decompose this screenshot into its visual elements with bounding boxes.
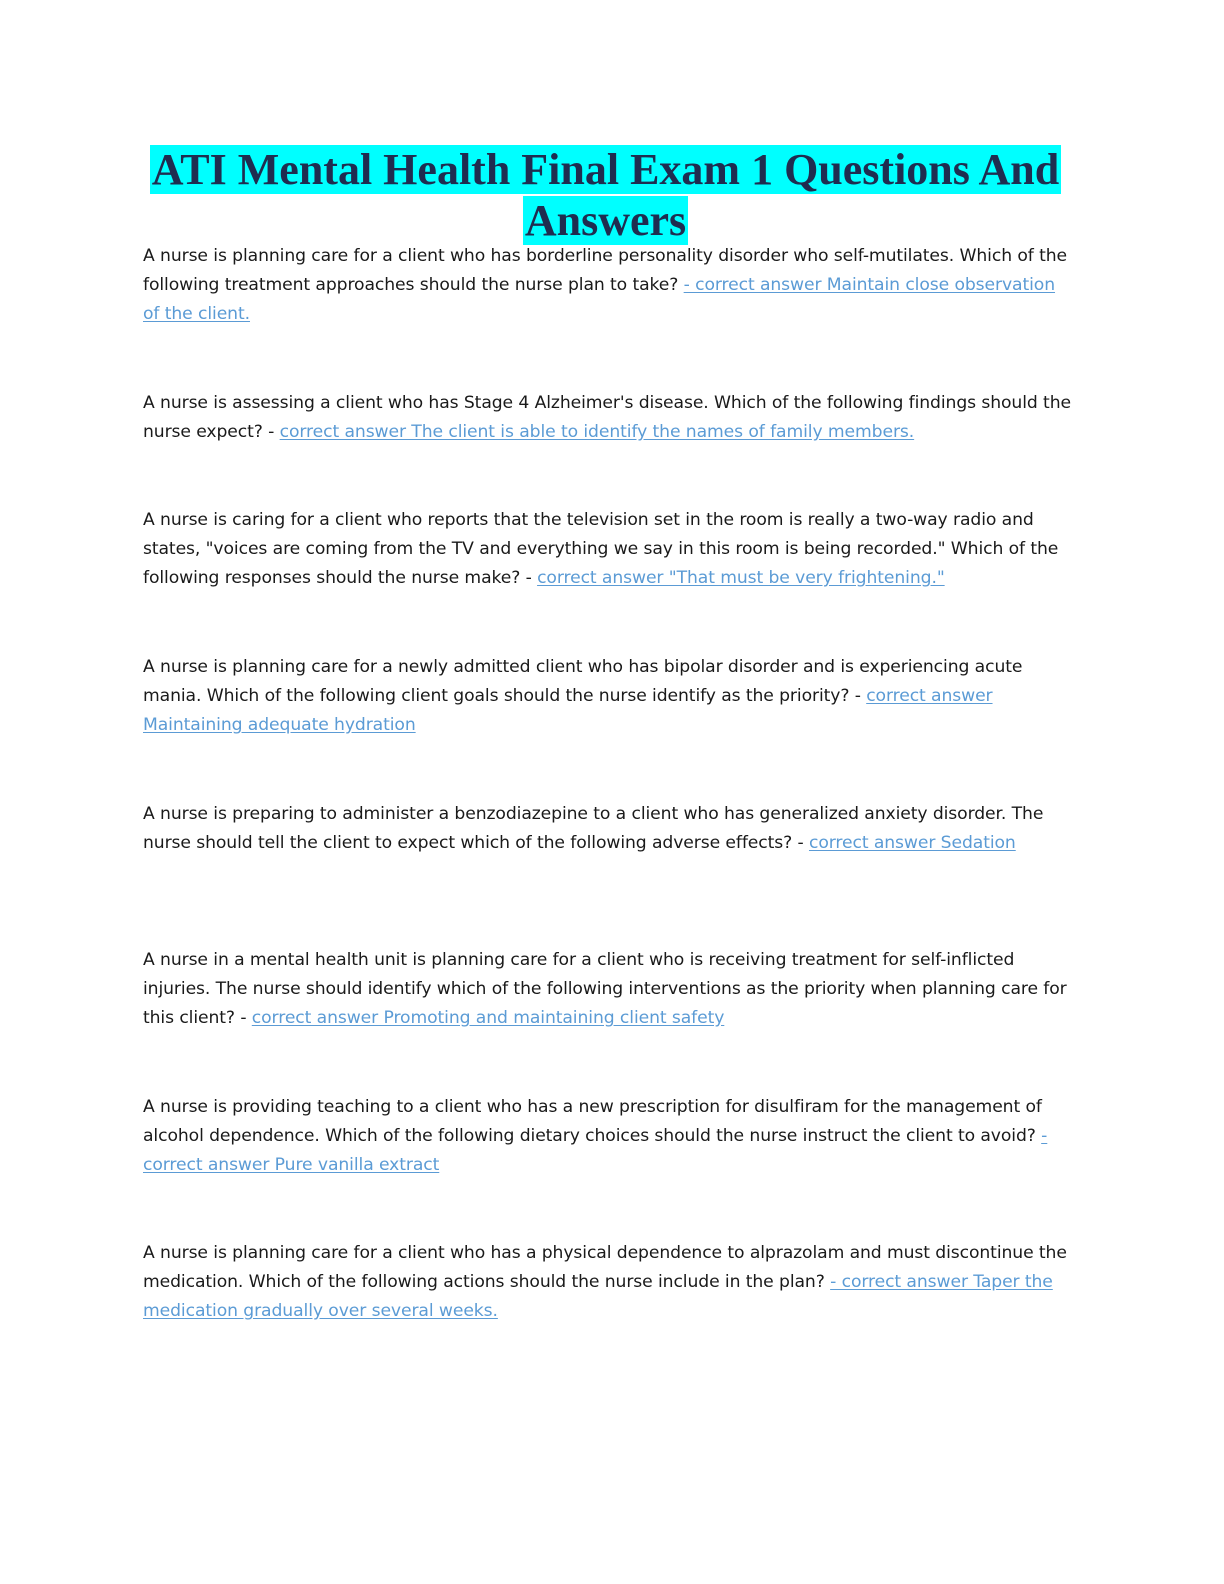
question-text: A nurse is planning care for a client wh… [143,1243,1067,1292]
qa-item: A nurse is preparing to administer a ben… [143,800,1073,858]
question-text: A nurse is preparing to administer a ben… [143,804,1044,853]
title-highlight: ATI Mental Health Final Exam 1 Questions… [149,145,1062,245]
correct-answer-link[interactable]: - correct answer Maintain close observat… [143,275,1056,324]
qa-item: A nurse is caring for a client who repor… [143,506,1073,593]
correct-answer-link[interactable]: correct answer Sedation [808,833,1016,853]
qa-item: A nurse is providing teaching to a clien… [143,1093,1073,1180]
qa-item: A nurse is planning care for a client wh… [143,1239,1073,1326]
correct-answer-link[interactable]: - correct answer Pure vanilla extract [143,1126,1048,1175]
question-text: A nurse is planning care for a client wh… [143,246,1067,295]
qa-item: A nurse is assessing a client who has St… [143,389,1073,447]
correct-answer-link[interactable]: correct answer The client is able to ide… [279,422,915,442]
qa-item: A nurse is planning care for a newly adm… [143,653,1073,740]
qa-item: A nurse in a mental health unit is plann… [143,946,1073,1033]
question-text: A nurse is assessing a client who has St… [143,393,1071,442]
correct-answer-link[interactable]: - correct answer Taper the medication gr… [143,1272,1053,1321]
question-text: A nurse is caring for a client who repor… [143,510,1059,588]
document-title: ATI Mental Health Final Exam 1 Questions… [143,144,1068,246]
question-text: A nurse is planning care for a newly adm… [143,657,1023,706]
qa-item: A nurse is planning care for a client wh… [143,242,1073,329]
question-text: A nurse is providing teaching to a clien… [143,1097,1042,1146]
correct-answer-link[interactable]: correct answer Promoting and maintaining… [251,1008,725,1028]
correct-answer-link[interactable]: correct answer "That must be very fright… [537,568,945,588]
correct-answer-link[interactable]: correct answer Maintaining adequate hydr… [143,686,993,735]
question-text: A nurse in a mental health unit is plann… [143,950,1067,1028]
